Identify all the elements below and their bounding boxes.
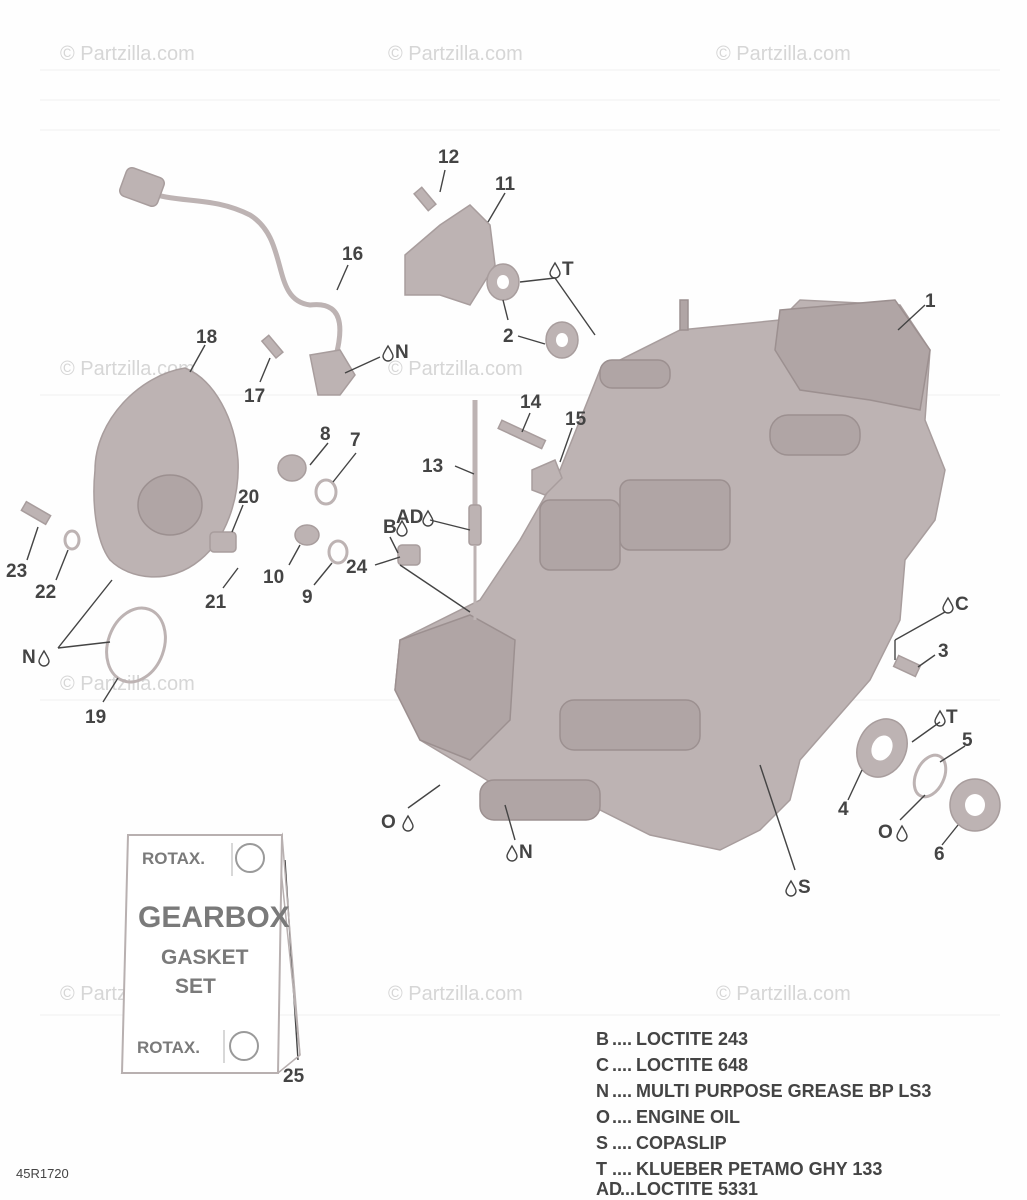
callout-19: 19 (85, 707, 106, 728)
symbol-t: T (946, 707, 958, 728)
callout-10: 10 (263, 567, 284, 588)
symbol-o: O (878, 822, 893, 843)
gearbox-housing (394, 299, 946, 851)
symbol-n: N (395, 342, 409, 363)
box-line2: SET (175, 975, 216, 998)
svg-text:T....KLUEBER PETAMO GHY 133: T....KLUEBER PETAMO GHY 133 (596, 1159, 882, 1179)
watermark: © Partzilla.com (716, 983, 851, 1005)
callout-1: 1 (925, 291, 936, 312)
part-8-plug (277, 454, 307, 482)
symbol-n: N (519, 842, 533, 863)
part-13-dipstick (468, 400, 482, 620)
legend-code: O (596, 1107, 610, 1127)
symbol-n: N (22, 647, 36, 668)
callout-20: 20 (238, 487, 259, 508)
rotax-logo-icon (229, 1031, 259, 1061)
watermark: © Partzilla.com (388, 983, 523, 1005)
box-line1: GASKET (161, 946, 249, 969)
legend-text: KLUEBER PETAMO GHY 133 (636, 1159, 882, 1179)
symbol-s: S (798, 877, 811, 898)
part-23-bolt (20, 500, 52, 526)
watermark: © Partzilla.com (388, 358, 523, 380)
legend-code: N (596, 1081, 609, 1101)
watermark: © Partzilla.com (388, 43, 523, 65)
part-9-oring (327, 539, 349, 565)
svg-text:B....LOCTITE 243: B....LOCTITE 243 (596, 1029, 748, 1049)
part-20-clip (209, 531, 237, 553)
callout-25: 25 (283, 1066, 305, 1087)
callout-8: 8 (320, 424, 331, 445)
legend-text: LOCTITE 243 (636, 1029, 748, 1049)
part-12-bolt (413, 186, 437, 212)
callout-9: 9 (302, 587, 313, 608)
svg-text:O....ENGINE OIL: O....ENGINE OIL (596, 1107, 740, 1127)
symbol-t: T (562, 259, 574, 280)
callout-16: 16 (342, 244, 363, 265)
legend-text: COPASLIP (636, 1133, 727, 1153)
callout-5: 5 (962, 730, 973, 751)
watermark: © Partzilla.com (60, 43, 195, 65)
part-7-oring (314, 478, 338, 506)
callout-3: 3 (938, 641, 949, 662)
part-3-screw (892, 654, 922, 678)
callout-17: 17 (244, 386, 265, 407)
svg-text:C....LOCTITE 648: C....LOCTITE 648 (596, 1055, 748, 1075)
symbol-b: B (383, 517, 397, 538)
box-brand-bottom: ROTAX. (137, 1038, 200, 1057)
callout-6: 6 (934, 844, 945, 865)
symbol-c: C (955, 594, 969, 615)
svg-text:N....MULTI PURPOSE GREASE BP L: N....MULTI PURPOSE GREASE BP LS3 (596, 1081, 931, 1101)
part-15-clip (531, 459, 563, 496)
svg-text:AD...LOCTITE 5331: AD...LOCTITE 5331 (596, 1179, 758, 1199)
callout-18: 18 (196, 327, 217, 348)
callout-11: 11 (495, 174, 516, 195)
callout-7: 7 (350, 430, 361, 451)
callout-21: 21 (205, 592, 227, 613)
legend-code: B (596, 1029, 609, 1049)
callout-12: 12 (438, 147, 459, 168)
callout-4: 4 (838, 799, 849, 820)
part-19-gasket (105, 606, 167, 684)
callout-23: 23 (6, 561, 27, 582)
part-24-plug (397, 544, 421, 566)
legend-code: AD (596, 1179, 622, 1199)
part-22-washer (63, 529, 81, 551)
drawing-id: 45R1720 (16, 1166, 69, 1181)
watermark: © Partzilla.com (60, 673, 195, 695)
legend-text: MULTI PURPOSE GREASE BP LS3 (636, 1081, 931, 1101)
box-title: GEARBOX (138, 901, 290, 934)
legend: B....LOCTITE 243 C....LOCTITE 648 N....M… (596, 1029, 931, 1199)
symbol-ad: AD (396, 507, 423, 528)
callouts: 1 2 3 4 5 6 7 8 9 10 11 12 13 14 15 16 1… (6, 147, 973, 1087)
legend-code: S (596, 1133, 608, 1153)
part-11-cover (404, 204, 496, 306)
callout-15: 15 (565, 409, 587, 430)
legend-code: T (596, 1159, 607, 1179)
part-17-bolt (260, 334, 284, 360)
part-5-oring (912, 753, 948, 799)
svg-text:S....COPASLIP: S....COPASLIP (596, 1133, 727, 1153)
leader-lines (26, 169, 966, 1061)
symbol-o: O (381, 812, 396, 833)
legend-code: C (596, 1055, 609, 1075)
rotax-logo-icon (235, 843, 265, 873)
material-symbols: T N B AD C T N O N O S (22, 259, 969, 898)
callout-24: 24 (346, 557, 368, 578)
legend-text: LOCTITE 648 (636, 1055, 748, 1075)
callout-13: 13 (422, 456, 443, 477)
part-16-sensor (119, 167, 356, 396)
gasket-set-box: ROTAX. GEARBOX GASKET SET ROTAX. (120, 832, 301, 1074)
legend-text: LOCTITE 5331 (636, 1179, 758, 1199)
part-14-bolt (497, 419, 547, 450)
watermark: © Partzilla.com (716, 43, 851, 65)
legend-text: ENGINE OIL (636, 1107, 740, 1127)
callout-2: 2 (503, 326, 514, 347)
callout-22: 22 (35, 582, 56, 603)
part-10-plug (294, 524, 320, 546)
part-18-cover (93, 367, 239, 578)
box-brand-top: ROTAX. (142, 849, 205, 868)
callout-14: 14 (520, 392, 542, 413)
